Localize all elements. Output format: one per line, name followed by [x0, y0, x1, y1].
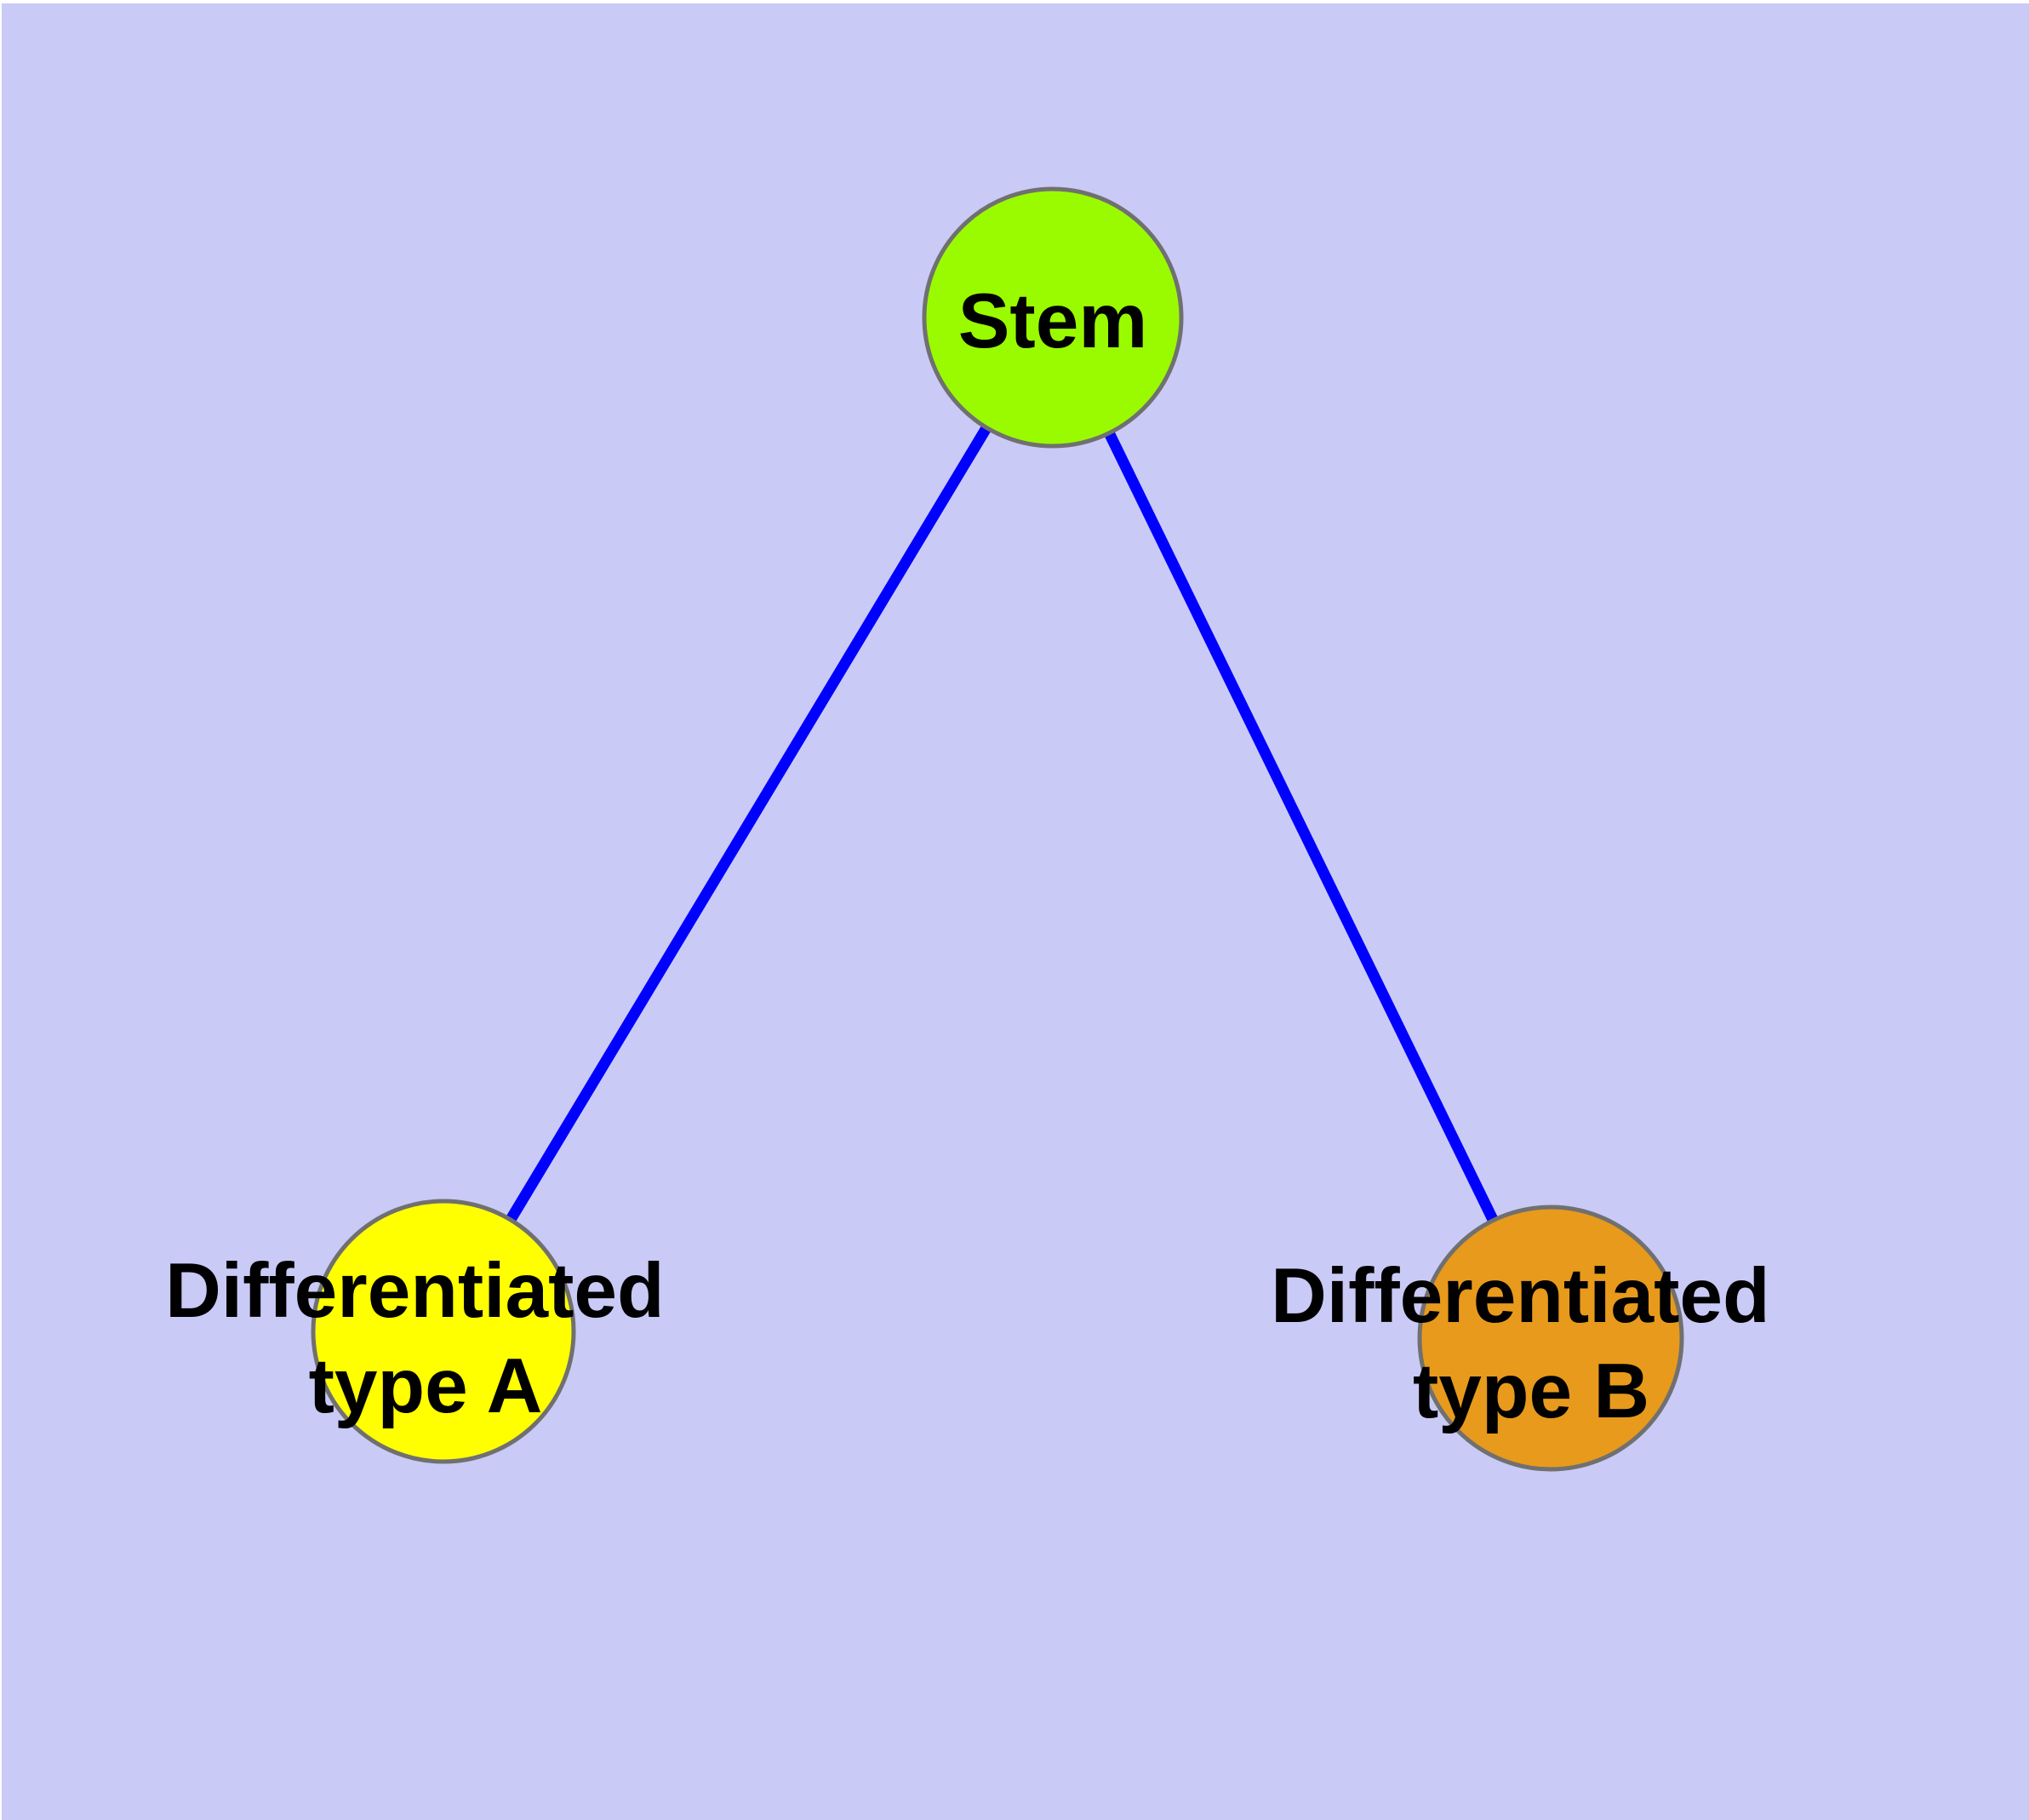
node-stem — [922, 186, 1184, 449]
node-differentiated-type-b-label: Differentiated type B — [1271, 1253, 1792, 1434]
node-differentiated-type-a-label: Differentiated type A — [165, 1248, 686, 1429]
label-line-2: type A — [309, 1343, 543, 1429]
label-line-1: Differentiated — [165, 1248, 665, 1334]
label-line-1: Differentiated — [1271, 1253, 1770, 1339]
label-line-2: type B — [1413, 1348, 1649, 1434]
node-differentiated-type-a — [311, 1199, 576, 1464]
edge-stem-to-type-a — [438, 314, 1058, 1335]
node-differentiated-type-b — [1417, 1205, 1684, 1472]
edge-stem-to-type-b — [1048, 315, 1556, 1341]
node-stem-label: Stem — [958, 278, 1148, 364]
